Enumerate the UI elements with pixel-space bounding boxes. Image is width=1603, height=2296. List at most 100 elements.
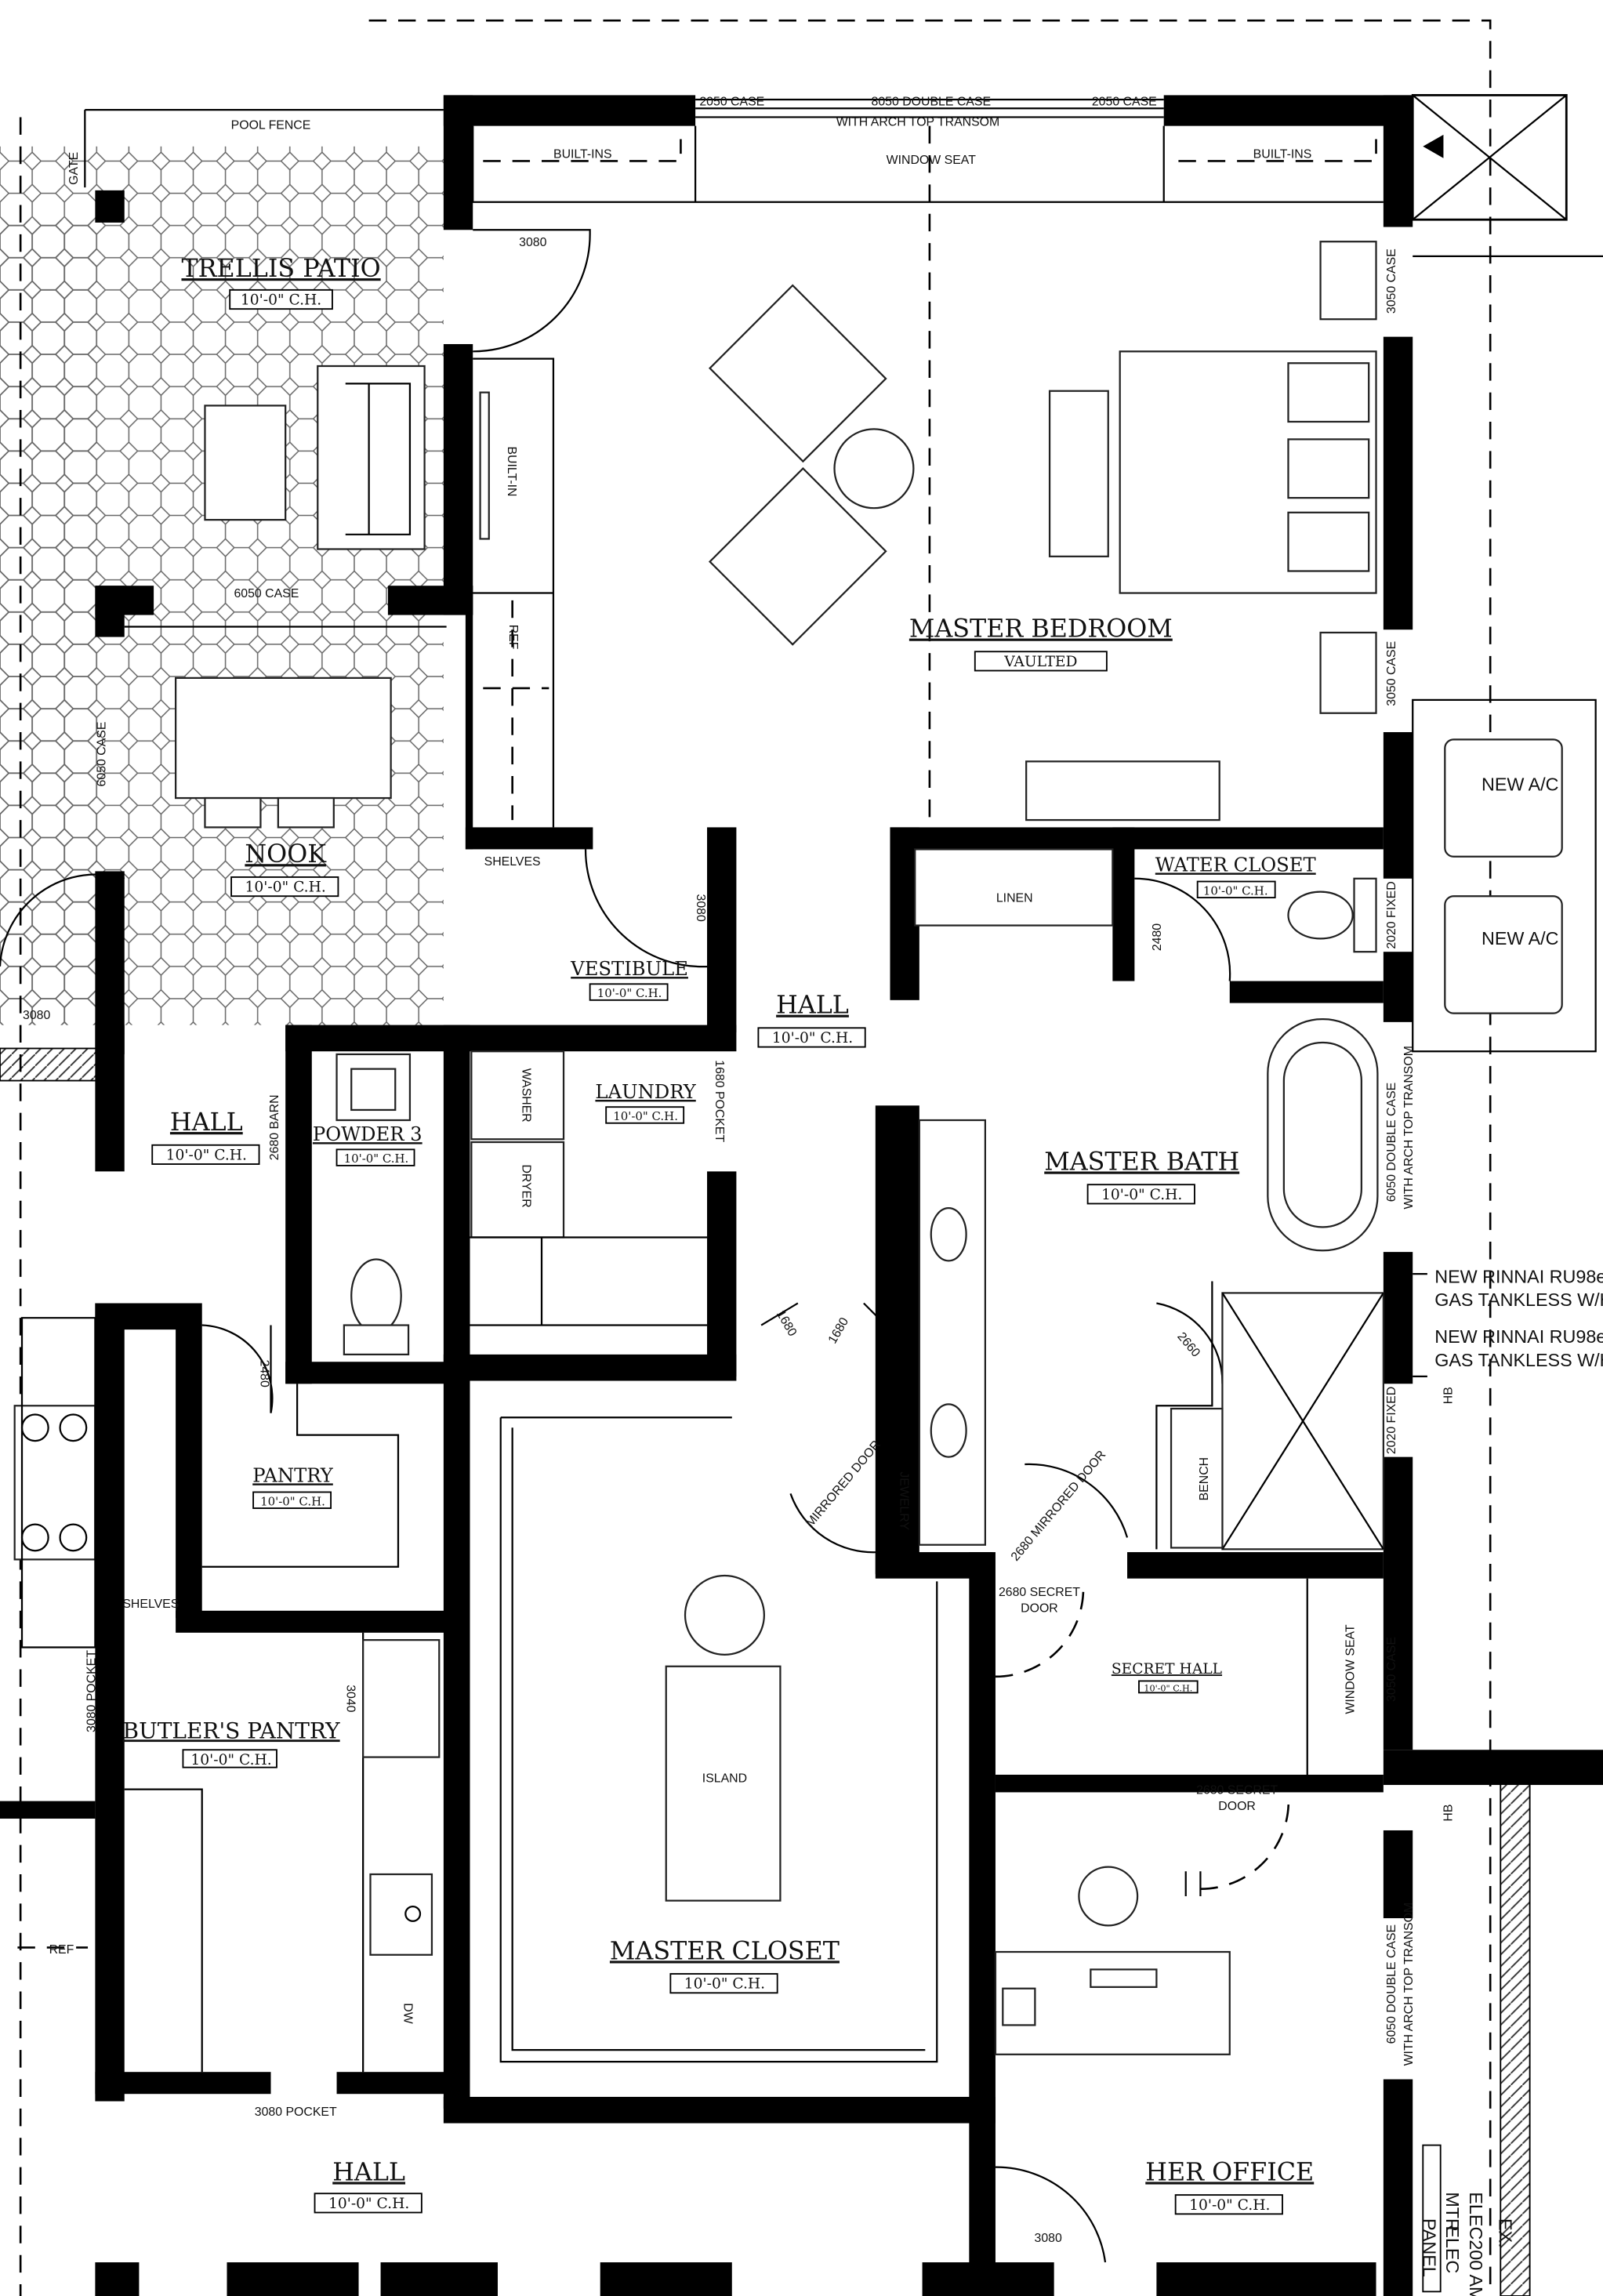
note: POOL FENCE (231, 118, 311, 132)
note: 2020 FIXED (1385, 1387, 1398, 1454)
room-name: HALL (332, 2158, 405, 2186)
room-hall-center: HALL 10'-0" C.H. (757, 992, 866, 1048)
doors (0, 229, 1290, 2263)
ceiling-height: 10'-0" C.H. (684, 1976, 765, 1993)
note: MIRRORED DOOR (803, 1438, 883, 1530)
note: 6050 CASE (234, 587, 299, 600)
note: BUILT-INS (1253, 148, 1312, 161)
room-water-closet: WATER CLOSET 10'-0" C.H. (1155, 853, 1316, 899)
note: HB (1442, 1805, 1456, 1822)
ceiling-height: VAULTED (1003, 654, 1077, 670)
note: 2680 SECRET (1196, 1783, 1278, 1797)
electrical-note: ELEC (1442, 2225, 1463, 2273)
note: 3080 (694, 894, 707, 922)
note: 6050 CASE (95, 722, 108, 787)
electrical-note: MTR (1442, 2192, 1463, 2232)
ceiling-height: 10'-0" C.H. (613, 1109, 678, 1123)
room-laundry: LAUNDRY 10'-0" C.H. (595, 1080, 697, 1124)
note: DW (401, 2003, 414, 2023)
note: 6050 DOUBLE CASE (1385, 1083, 1398, 1202)
note: 2020 FIXED (1385, 881, 1398, 949)
room-name: WATER CLOSET (1155, 853, 1316, 876)
room-master-bedroom: MASTER BEDROOM VAULTED (909, 615, 1173, 672)
ceiling-height: 10'-0" C.H. (1203, 883, 1268, 898)
note: WITH ARCH TOP TRANSOM (836, 116, 1000, 129)
room-name: LAUNDRY (595, 1080, 696, 1103)
note: HB (1442, 1387, 1456, 1404)
water-heater-note: GAS TANKLESS W/H (1434, 1350, 1603, 1370)
note: 2660 (1174, 1330, 1202, 1360)
note: 3080 (23, 1009, 50, 1022)
note: 3080 (519, 236, 546, 249)
room-master-closet: MASTER CLOSET 10'-0" C.H. (610, 1937, 840, 1994)
note: ISLAND (702, 1772, 747, 1785)
ceiling-height: 10'-0" C.H. (166, 1147, 247, 1163)
note: 3080 POCKET (255, 2106, 337, 2119)
note: DRYER (520, 1164, 533, 1207)
room-name: MASTER BATH (1044, 1148, 1239, 1177)
ceiling-height: 10'-0" C.H. (1144, 1684, 1192, 1694)
note: 2050 CASE (699, 95, 764, 108)
room-name: POWDER 3 (313, 1123, 423, 1145)
note: 1680 (826, 1315, 851, 1346)
electrical-note: ELEC200 AMP400 (1466, 2192, 1486, 2296)
room-name: VESTIBULE (570, 957, 688, 980)
note: GATE (67, 152, 81, 185)
room-name: SECRET HALL (1112, 1661, 1222, 1678)
room-secret-hall: SECRET HALL 10'-0" C.H. (1112, 1661, 1222, 1693)
ceiling-height: 10'-0" C.H. (344, 1152, 409, 1166)
note: 3050 CASE (1385, 1637, 1398, 1702)
room-name: MASTER BEDROOM (909, 615, 1173, 644)
note: 2050 CASE (1092, 95, 1157, 108)
note: BENCH (1198, 1457, 1211, 1501)
water-heater-note: NEW RINNAI RU98e (1434, 1266, 1603, 1286)
walls (0, 95, 1603, 2296)
water-heater-note: GAS TANKLESS W/H (1434, 1289, 1603, 1310)
note: DOOR (1218, 1800, 1256, 1813)
room-name: TRELLIS PATIO (181, 255, 380, 283)
room-name: MASTER CLOSET (610, 1937, 840, 1965)
room-name: HALL (170, 1108, 243, 1137)
note: 6050 DOUBLE CASE (1385, 1924, 1398, 2044)
room-name: HALL (776, 992, 849, 1020)
ceiling-height: 10'-0" C.H. (772, 1030, 853, 1046)
water-heater-note: NEW RINNAI RU98e (1434, 1326, 1603, 1347)
note: 2680 SECRET (999, 1586, 1080, 1599)
note: JEWELRY (898, 1471, 911, 1530)
electrical-note: PANEL (1419, 2218, 1439, 2277)
note: BUILT-IN (505, 446, 518, 496)
note: WINDOW SEAT (1344, 1624, 1358, 1714)
room-hall-west: HALL 10'-0" C.H. (151, 1108, 260, 1165)
note: REF (49, 1943, 74, 1957)
note: 1680 POCKET (713, 1060, 726, 1142)
ceiling-height: 10'-0" C.H. (260, 1494, 325, 1508)
room-name: PANTRY (252, 1464, 334, 1486)
note: 1680 (774, 1308, 799, 1339)
note: EX. (1495, 2218, 1515, 2248)
note: 2480 (1151, 923, 1164, 951)
note: WASHER (520, 1068, 533, 1123)
note: SHELVES (484, 855, 541, 869)
note: 8050 DOUBLE CASE (872, 95, 991, 108)
note: WITH ARCH TOP TRANSOM (1402, 1046, 1416, 1210)
note: NEW A/C (1482, 928, 1559, 949)
note: NEW A/C (1482, 774, 1559, 795)
note: 2680 BARN (268, 1094, 281, 1160)
ceiling-height: 10'-0" C.H. (597, 986, 662, 1000)
ceiling-height: 10'-0" C.H. (1189, 2197, 1270, 2214)
room-name: HER OFFICE (1145, 2158, 1314, 2186)
note: 2680 MIRRORED DOOR (1009, 1448, 1108, 1563)
note: 2480 (257, 1360, 270, 1387)
property-line (17, 19, 1492, 2296)
note: BUILT-INS (553, 148, 612, 161)
room-name: BUTLER'S PANTRY (123, 1717, 341, 1743)
room-name: NOOK (245, 840, 327, 869)
room-vestibule: VESTIBULE 10'-0" C.H. (570, 957, 688, 1001)
